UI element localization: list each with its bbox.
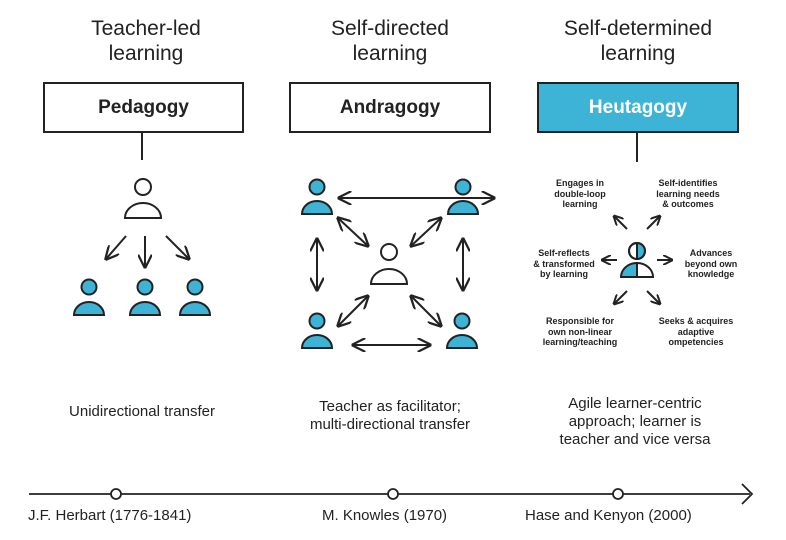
learner-icon: [300, 178, 334, 215]
trait-self-identifies: Self-identifies learning needs & outcome…: [648, 178, 728, 210]
andragogy-label: Andragogy: [339, 96, 441, 118]
heading-line: Teacher-led: [91, 17, 201, 40]
pedagogy-label: Pedagogy: [98, 96, 189, 118]
heading-line: learning: [352, 42, 428, 65]
trait-arrow-down-right: [646, 290, 660, 304]
pedagogy-description: Unidirectional transfer: [32, 403, 252, 421]
trait-line: Advances: [689, 248, 733, 258]
trait-line: Self-reflects: [538, 248, 590, 258]
timeline-marker: [387, 488, 399, 500]
description-line: teacher and vice versa: [559, 431, 711, 448]
trait-line: ompetencies: [668, 337, 724, 347]
trait-advances: Advances beyond own knowledge: [676, 248, 746, 280]
heutagogy-description: Agile learner-centric approach; learner …: [530, 395, 740, 449]
description-line: Agile learner-centric: [568, 395, 702, 412]
trait-arrow-up-right: [646, 216, 660, 230]
heading-line: learning: [600, 42, 676, 65]
arrow-diag-br: [411, 296, 441, 326]
heading-andragogy: Self-directed learning: [310, 16, 470, 66]
trait-arrow-up-left: [614, 216, 628, 230]
trait-line: Self-identifies: [658, 178, 718, 188]
learner-icon: [128, 278, 162, 316]
timeline-label-herbart: J.F. Herbart (1776-1841): [28, 507, 192, 524]
timeline-marker: [110, 488, 122, 500]
trait-line: double-loop: [554, 188, 606, 199]
trait-line: learning/teaching: [542, 337, 618, 347]
trait-seeks: Seeks & acquires adaptive ompetencies: [648, 316, 744, 348]
learner-icon: [445, 312, 479, 349]
timeline-label-knowles: M. Knowles (1970): [322, 507, 448, 524]
description-line: Teacher as facilitator;: [319, 398, 461, 415]
timeline-marker: [612, 488, 624, 500]
andragogy-description: Teacher as facilitator; multi-directiona…: [275, 398, 505, 434]
trait-arrow-down-left: [614, 290, 628, 304]
arrow-down-right: [165, 235, 189, 259]
heading-line: learning: [108, 42, 184, 65]
learner-icon: [178, 278, 212, 316]
timeline-label-hase-kenyon: Hase and Kenyon (2000): [525, 507, 692, 524]
trait-line: learning: [562, 199, 598, 209]
trait-line: adaptive: [677, 326, 715, 337]
learner-icon: [300, 312, 334, 349]
andragogy-box: Andragogy: [289, 82, 491, 133]
trait-double-loop: Engages in double-loop learning: [548, 178, 612, 210]
pedagogy-box: Pedagogy: [43, 82, 244, 133]
trait-line: own non-linear: [548, 326, 612, 337]
heutagogy-box: Heutagogy: [537, 82, 739, 133]
trait-line: & outcomes: [662, 199, 714, 209]
trait-line: by learning: [539, 269, 588, 279]
description-line: approach; learner is: [568, 413, 702, 430]
arrow-down-left: [106, 235, 127, 259]
trait-line: learning needs: [656, 188, 720, 199]
trait-line: Engages in: [555, 178, 604, 188]
trait-responsible: Responsible for own non-linear learning/…: [530, 316, 630, 348]
description-line: multi-directional transfer: [309, 416, 471, 433]
trait-line: Responsible for: [545, 316, 614, 326]
arrow-diag-tl: [338, 218, 368, 246]
learner-icon: [72, 278, 106, 316]
learner-icon: [446, 178, 480, 215]
heading-heutagogy: Self-determined learning: [548, 16, 728, 66]
heutagogy-label: Heutagogy: [588, 96, 688, 118]
teacher-icon: [123, 178, 163, 219]
heading-pedagogy: Teacher-led learning: [76, 16, 216, 66]
timeline-arrowhead: [741, 483, 754, 505]
trait-line: beyond own: [684, 258, 738, 269]
trait-line: Seeks & acquires: [658, 316, 734, 326]
heading-line: Self-determined: [563, 17, 713, 40]
trait-line: knowledge: [687, 269, 735, 279]
description-line: Unidirectional transfer: [69, 403, 215, 420]
trait-line: & transformed: [533, 258, 595, 269]
self-determined-learner-icon: [619, 241, 655, 278]
trait-self-reflects: Self-reflects & transformed by learning: [526, 248, 602, 280]
heading-line: Self-directed: [331, 17, 449, 40]
arrow-diag-bl: [338, 296, 368, 326]
facilitator-icon: [369, 243, 409, 285]
arrow-diag-tr: [411, 218, 441, 246]
